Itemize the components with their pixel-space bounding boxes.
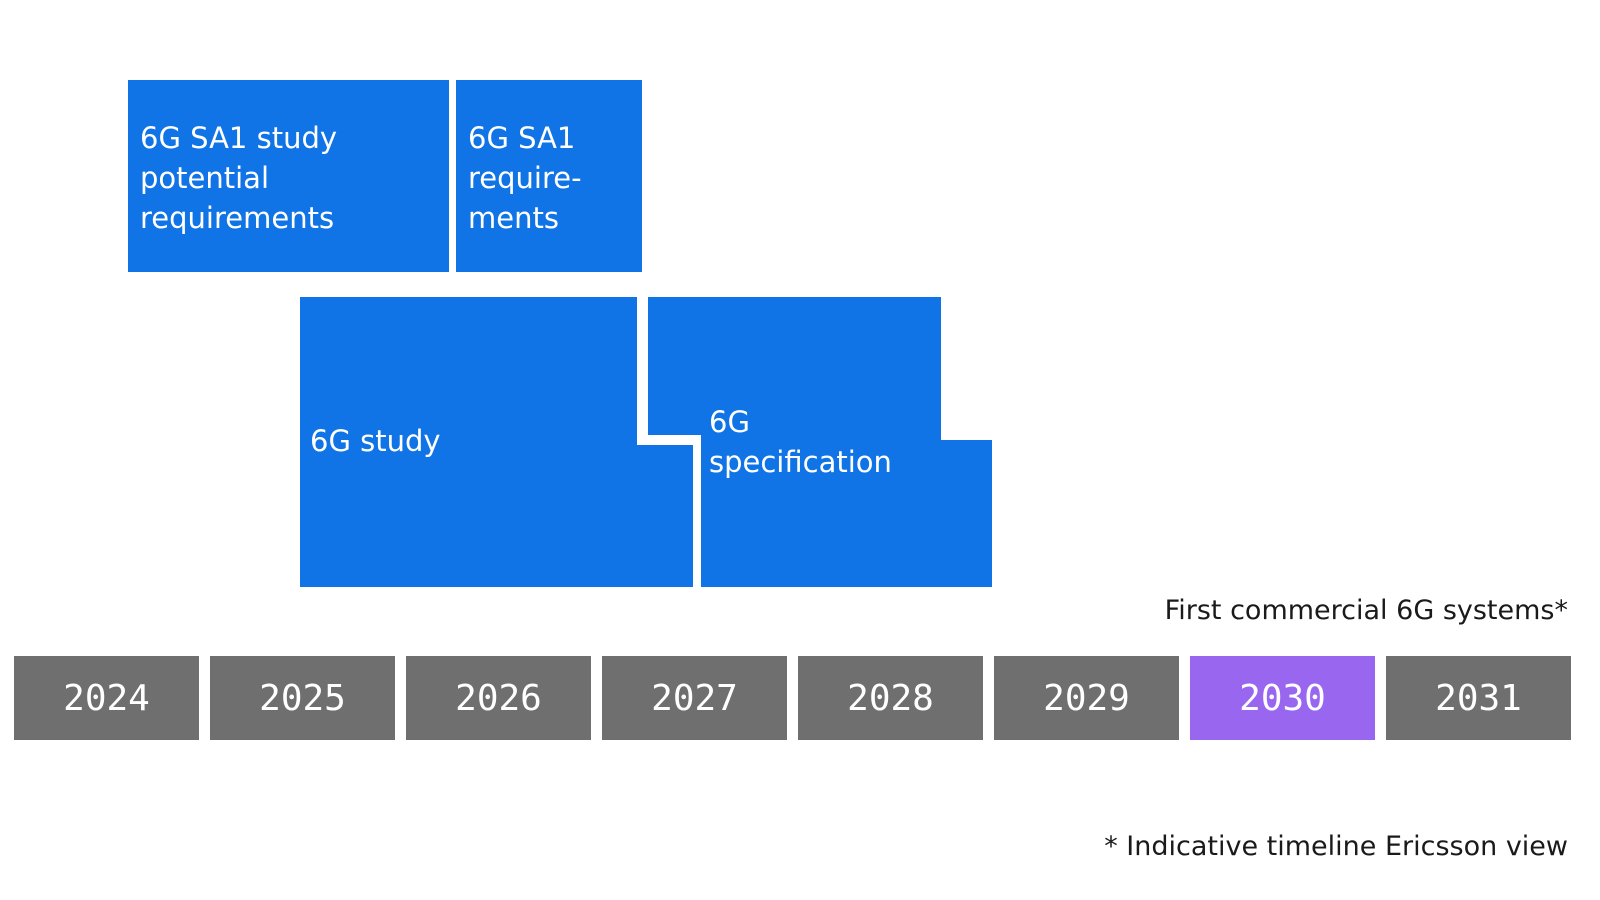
year-cell-2027: 2027: [602, 656, 787, 740]
phase-label-line: 6G SA1: [468, 121, 576, 155]
phase-label-line: 6G SA1 study: [140, 121, 338, 155]
year-timeline: 2024 2025 2026 2027 2028 2029 2030 2031: [14, 656, 1571, 740]
year-cell-2024: 2024: [14, 656, 199, 740]
year-cell-2029: 2029: [994, 656, 1179, 740]
sa1-requirements-phase-box: 6G SA1 require- ments: [456, 80, 642, 272]
year-cell-2031: 2031: [1386, 656, 1571, 740]
specification-phase-label: 6G specification: [709, 402, 892, 482]
sa1-study-phase-box: 6G SA1 study potential requirements: [128, 80, 449, 272]
phase-label-line: potential: [140, 161, 269, 195]
phase-label-line: require-: [468, 161, 582, 195]
first-commercial-caption: First commercial 6G systems*: [1164, 595, 1568, 626]
year-cell-2030: 2030: [1190, 656, 1375, 740]
phase-label-line: 6G study: [310, 424, 441, 458]
phase-label-line: ments: [468, 201, 559, 235]
year-cell-2028: 2028: [798, 656, 983, 740]
year-cell-2026: 2026: [406, 656, 591, 740]
phase-label-line: specification: [709, 445, 892, 479]
year-cell-2025: 2025: [210, 656, 395, 740]
phase-label-line: 6G: [709, 405, 750, 439]
footnote: * Indicative timeline Ericsson view: [1104, 831, 1568, 862]
phase-label-line: requirements: [140, 201, 335, 235]
study-phase-label: 6G study: [310, 421, 441, 461]
